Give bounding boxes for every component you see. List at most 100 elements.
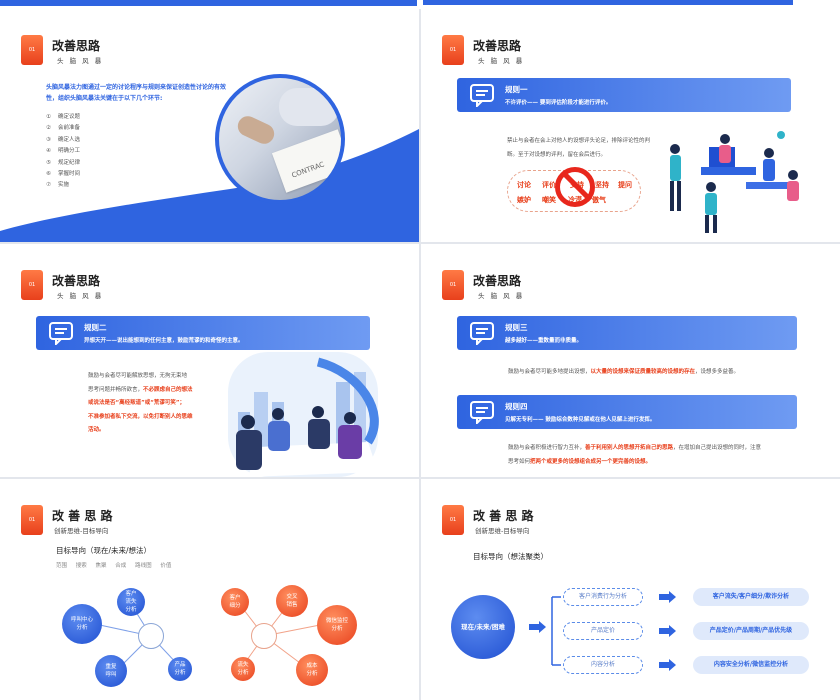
blue-wave-background [0, 129, 419, 242]
slide-subtitle: 头 脑 风 暴 [478, 57, 525, 65]
person-head-icon [251, 623, 277, 649]
result-pill: 产品定价/产品周期/产品优先级 [693, 622, 809, 640]
bracket-lines [551, 596, 561, 666]
slide-subtitle: 头 脑 风 暴 [57, 57, 104, 65]
slide-title: 改善思路 [52, 274, 101, 288]
slide-title: 改 善 思 路 [52, 509, 113, 523]
rule-bar: 规则二 异想天开——说出能想到的任何主意，鼓励荒谬的和奇怪的主意。 [36, 316, 370, 350]
prohibit-icon [555, 167, 595, 207]
business-meeting-illustration [228, 352, 379, 477]
top-strip [0, 0, 840, 9]
rule-body: 鼓励与会者尽可能解放思想，无拘无束地 思考问题并畅所欲言，不必顾虑自己的想法 或… [88, 373, 193, 433]
chat-icon [470, 84, 494, 107]
section-badge: 01 [21, 270, 43, 300]
rule-title: 规则三 [505, 323, 528, 332]
rule-bar-4: 规则四 见解无专利—— 鼓励综合数种见解或在他人见解上进行发挥。 [457, 395, 797, 429]
center-node: 现在/未来/困难 [451, 595, 515, 659]
node-blue: 呼叫中心 分析 [62, 604, 102, 644]
word: 傲气 [592, 196, 606, 204]
chat-icon [470, 322, 494, 345]
node-red: 微信监控 分析 [317, 605, 357, 645]
idea-pill: 产品定价 [563, 622, 643, 640]
section-badge: 01 [442, 505, 464, 535]
node-blue: 产品 分析 [168, 657, 192, 681]
rule-title: 规则一 [505, 85, 528, 94]
tag-row: 范围 搜索 焦聚 合成 路线图 价值 [56, 561, 171, 569]
slide-thumbnail-6[interactable]: 01 改 善 思 路 创新思维-目标导向 目标导向（想法聚类） 现在/未来/困难… [421, 479, 840, 700]
word: 提问 [618, 181, 632, 189]
rule-title: 规则四 [505, 402, 528, 411]
sleeve-shape [279, 88, 339, 126]
rule-body: 禁止与会者在会上对他人的设想评头论足，排除评论性的判断。至于对设想的评判，留在会… [507, 138, 651, 158]
arrow-icon [529, 621, 546, 633]
tag: 价值 [160, 563, 172, 569]
word: 嫉妒 [517, 196, 531, 204]
hand-shape [234, 112, 278, 148]
slide-thumbnail-4[interactable]: 01 改善思路 头 脑 风 暴 规则三 越多越好——重数量而非质量。 鼓励与会者… [421, 244, 840, 477]
rule-desc: 不许评价—— 要到评估阶段才能进行评价。 [505, 100, 612, 106]
slide-subtitle: 头 脑 风 暴 [478, 292, 525, 300]
node-red: 流失 分析 [231, 657, 255, 681]
slide-thumbnail-5[interactable]: 01 改 善 思 路 创新思维-目标导向 目标导向（现在/未来/想法） 范围 搜… [0, 479, 419, 700]
tag: 范围 [56, 563, 68, 569]
section-badge: 01 [442, 35, 464, 65]
section-badge: 01 [21, 35, 43, 65]
rule-desc: 越多越好——重数量而非质量。 [505, 338, 583, 344]
tag: 合成 [115, 563, 127, 569]
slide-thumbnail-3[interactable]: 01 改善思路 头 脑 风 暴 规则二 异想天开——说出能想到的任何主意，鼓励荒… [0, 244, 419, 477]
word: 评价 [542, 181, 556, 189]
arrow-icon [659, 659, 676, 671]
rule-desc: 异想天开——说出能想到的任何主意，鼓励荒谬的和奇怪的主意。 [84, 338, 244, 344]
chat-icon [49, 322, 73, 345]
node-blue: 客户 流失 分析 [117, 588, 145, 616]
blue-network-lines [94, 600, 326, 673]
slide-subtitle: 头 脑 风 暴 [57, 292, 104, 300]
rule-bar: 规则一 不许评价—— 要到评估阶段才能进行评价。 [457, 78, 791, 112]
arrow-icon [659, 625, 676, 637]
node-red: 客户 细分 [221, 588, 249, 616]
slide-subtitle: 创新思维-目标导向 [475, 527, 530, 535]
team-illustration [670, 131, 799, 233]
slide-subtitle: 创新思维-目标导向 [54, 527, 109, 535]
word: 讨论 [517, 181, 531, 189]
chat-icon [470, 401, 494, 424]
lead-text: 头脑风暴法力图通过一定的讨论程序与规则来保证创造性讨论的有效性，组织头脑风暴法关… [46, 84, 227, 102]
tag: 焦聚 [95, 563, 107, 569]
rule4-body: 鼓励与会者积极进行智力互补，善于利用别人的思想开拓自己的思路，在增加自己提出设想… [508, 445, 762, 465]
slide-title: 改 善 思 路 [473, 509, 534, 523]
tag: 搜索 [75, 563, 87, 569]
word: 嘲笑 [542, 196, 556, 204]
slide-thumbnail-1[interactable]: 01 改善思路 头 脑 风 暴 头脑风暴法力图通过一定的讨论程序与规则来保证创造… [0, 9, 419, 242]
node-red: 成本 分析 [296, 654, 328, 686]
node-blue: 重复 呼叫 [95, 655, 127, 687]
rule-title: 规则二 [84, 323, 107, 332]
section-badge: 01 [442, 270, 464, 300]
slide-thumbnail-2[interactable]: 01 改善思路 头 脑 风 暴 规则一 不许评价—— 要到评估阶段才能进行评价。… [421, 9, 840, 242]
word: 坚持 [595, 181, 609, 189]
person-head-icon [138, 623, 164, 649]
idea-pill: 内容分析 [563, 656, 643, 674]
prev-slide-edge [423, 0, 793, 5]
section-heading: 目标导向（现在/未来/想法） [56, 546, 152, 555]
result-pill: 客户流失/客户细分/欺诈分析 [693, 588, 809, 606]
slide-title: 改善思路 [473, 274, 522, 288]
rule-bar-3: 规则三 越多越好——重数量而非质量。 [457, 316, 797, 350]
result-pill: 内容安全分析/微信监控分析 [693, 656, 809, 674]
rule3-body: 鼓励与会者尽可能多地提出设想，以大量的设想来保证质量较高的设想的存在，设想多多益… [508, 369, 740, 375]
meeting-photo: CONTRAC [215, 74, 345, 204]
slide-title: 改善思路 [52, 39, 101, 53]
tag: 路线图 [135, 563, 152, 569]
section-badge: 01 [21, 505, 43, 535]
node-red: 交叉 销售 [276, 585, 308, 617]
idea-pill: 客户消费行为分析 [563, 588, 643, 606]
prev-slide-edge [0, 0, 417, 6]
section-heading: 目标导向（想法聚类） [473, 552, 548, 561]
